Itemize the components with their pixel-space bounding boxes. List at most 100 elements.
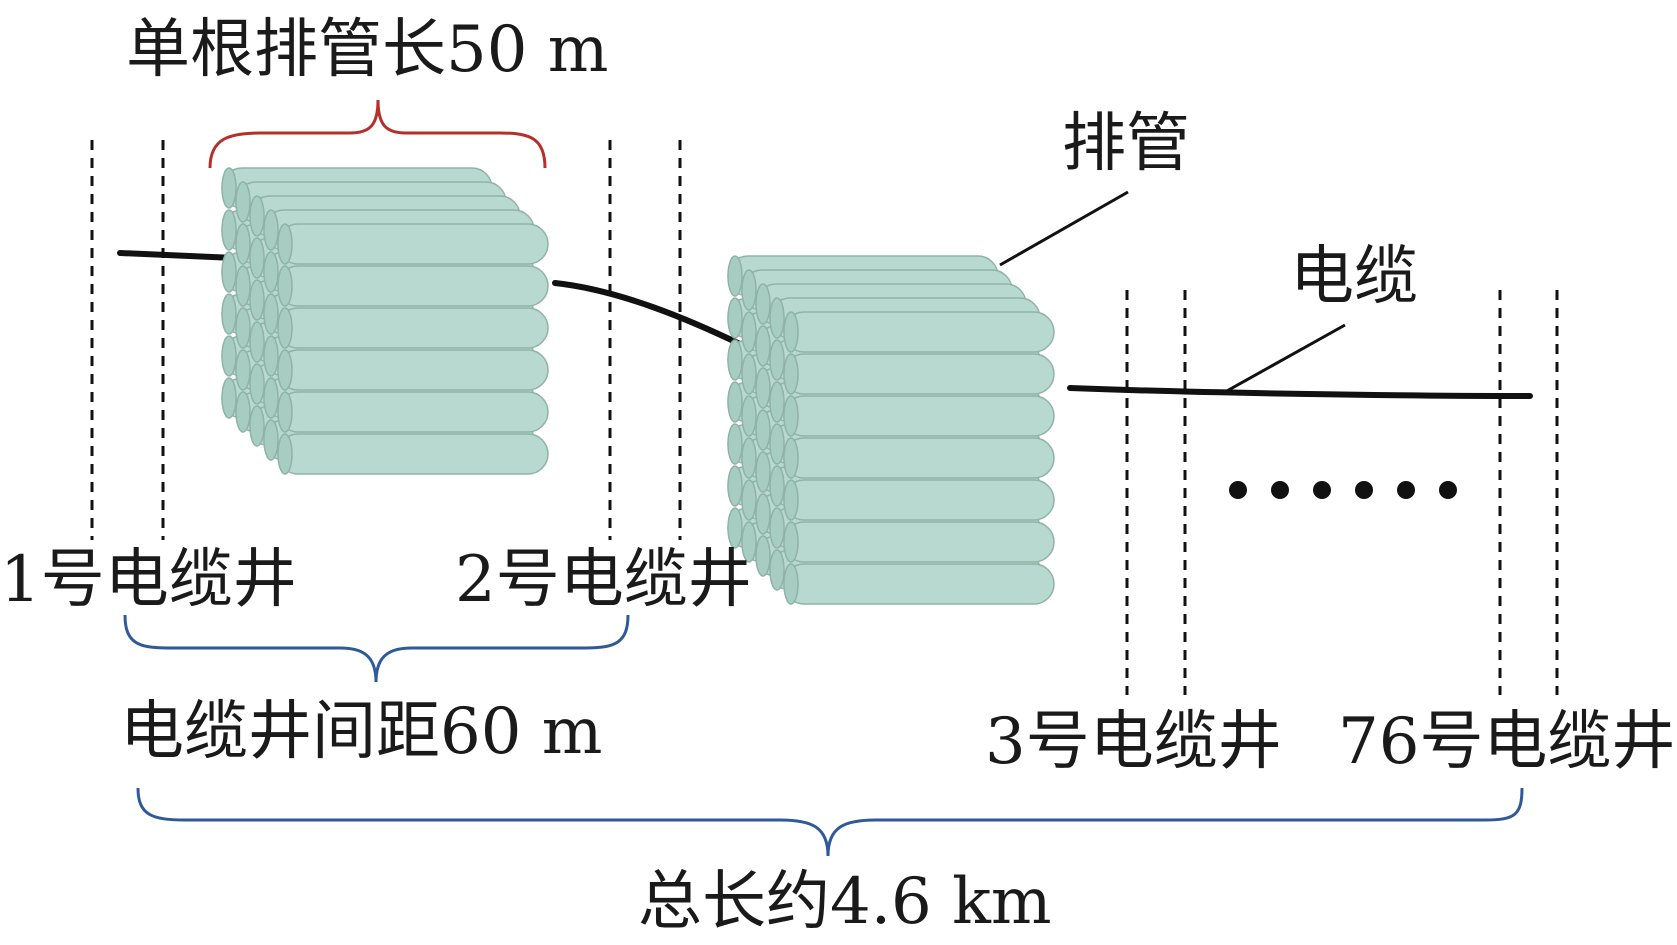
duct-pipe-end [741,521,757,563]
ellipsis-dot [1313,481,1331,499]
cable-segment-2 [552,280,745,348]
duct-pipe-end [783,395,799,437]
duct-pipe-end [755,493,771,535]
duct-pipe-end [727,465,743,507]
duct-pipe-end [263,419,279,461]
duct-pipe-end [235,307,251,349]
duct-pipe-end [263,377,279,419]
duct-pipe-end [249,363,265,405]
duct-pipe-end [769,339,785,381]
duct-pipe-end [741,437,757,479]
duct-pipe-end [263,251,279,293]
duct-pipe [277,223,549,265]
cable-leader-line [1224,323,1346,394]
cable-label: 电缆 [1290,240,1418,314]
duct-pipe-end [221,293,237,335]
duct-pipe-end [741,311,757,353]
duct-bundle-2 [727,255,1055,605]
duct-pipe-body [277,391,549,433]
duct-pipe-end [277,349,293,391]
duct-pipe-end [755,409,771,451]
duct-pipe-end [755,283,771,325]
duct-pipe-end [277,391,293,433]
duct-label: 排管 [1062,107,1190,181]
duct-pipe [783,521,1055,563]
duct-pipe [783,395,1055,437]
duct-pipe-body [277,433,549,475]
duct-pipe-body [277,223,549,265]
total-length-brace [136,787,1524,857]
duct-pipe-end [263,293,279,335]
duct-pipe-body [783,479,1055,521]
well-3-label: 3号电缆井 [985,705,1282,779]
duct-pipe-end [727,297,743,339]
duct-pipe-end [727,423,743,465]
ellipsis-dot [1439,481,1457,499]
duct-pipe-body [277,307,549,349]
duct-pipe-end [277,307,293,349]
duct-pipe-end [769,549,785,591]
duct-pipe-end [235,223,251,265]
duct-pipe-end [727,507,743,549]
duct-pipe-end [263,335,279,377]
single-pipe-length-label: 单根排管长50 m [126,13,609,87]
duct-pipe [783,479,1055,521]
cable-segment-1 [117,250,238,261]
cable-path [117,250,1533,399]
duct-pipe-end [769,507,785,549]
duct-pipe-end [755,325,771,367]
duct-pipe [783,563,1055,605]
duct-pipe-end [769,381,785,423]
duct-pipe-end [221,167,237,209]
duct-pipe-body [277,265,549,307]
duct-pipe-end [249,321,265,363]
duct-pipe-end [277,223,293,265]
duct-pipe-end [783,353,799,395]
duct-pipe [277,307,549,349]
duct-pipe-end [221,335,237,377]
duct-pipe-body [783,311,1055,353]
well-2-label: 2号电缆井 [455,543,752,617]
duct-pipe [277,265,549,307]
well-spacing-label: 电缆井间距60 m [120,695,603,769]
duct-pipe [783,311,1055,353]
duct-pipe-end [263,209,279,251]
duct-pipe-end [249,195,265,237]
well-boundaries [90,140,1559,695]
duct-pipe-body [783,353,1055,395]
duct-pipe-end [727,255,743,297]
duct-pipe-end [783,563,799,605]
duct-pipe-end [235,181,251,223]
duct-pipe-end [769,297,785,339]
duct-pipe [277,349,549,391]
duct-pipe-body [277,349,549,391]
duct-pipe-end [221,209,237,251]
leader-lines [999,190,1346,394]
duct-pipe-end [741,353,757,395]
duct-pipe-end [783,479,799,521]
ellipsis-dot [1355,481,1373,499]
duct-pipe-body [783,395,1055,437]
well-1-label: 1号电缆井 [0,543,297,617]
duct-pipe-body [783,437,1055,479]
ellipsis-dots [1229,481,1457,499]
well-76-label: 76号电缆井 [1338,705,1676,779]
total-length-label: 总长约4.6 km [638,865,1052,939]
duct-pipe-body [783,521,1055,563]
duct-pipe-end [741,269,757,311]
ellipsis-dot [1397,481,1415,499]
cable-segment-3 [1067,385,1533,399]
duct-pipe-end [741,395,757,437]
duct-pipe-end [249,405,265,447]
ellipsis-dot [1271,481,1289,499]
duct-pipe-end [235,391,251,433]
duct-pipe-end [221,377,237,419]
single-pipe-length-brace [208,99,547,169]
ellipsis-dot [1229,481,1247,499]
duct-pipe-end [235,349,251,391]
duct-pipe-end [277,265,293,307]
duct-pipe-end [741,479,757,521]
duct-pipe-end [221,251,237,293]
